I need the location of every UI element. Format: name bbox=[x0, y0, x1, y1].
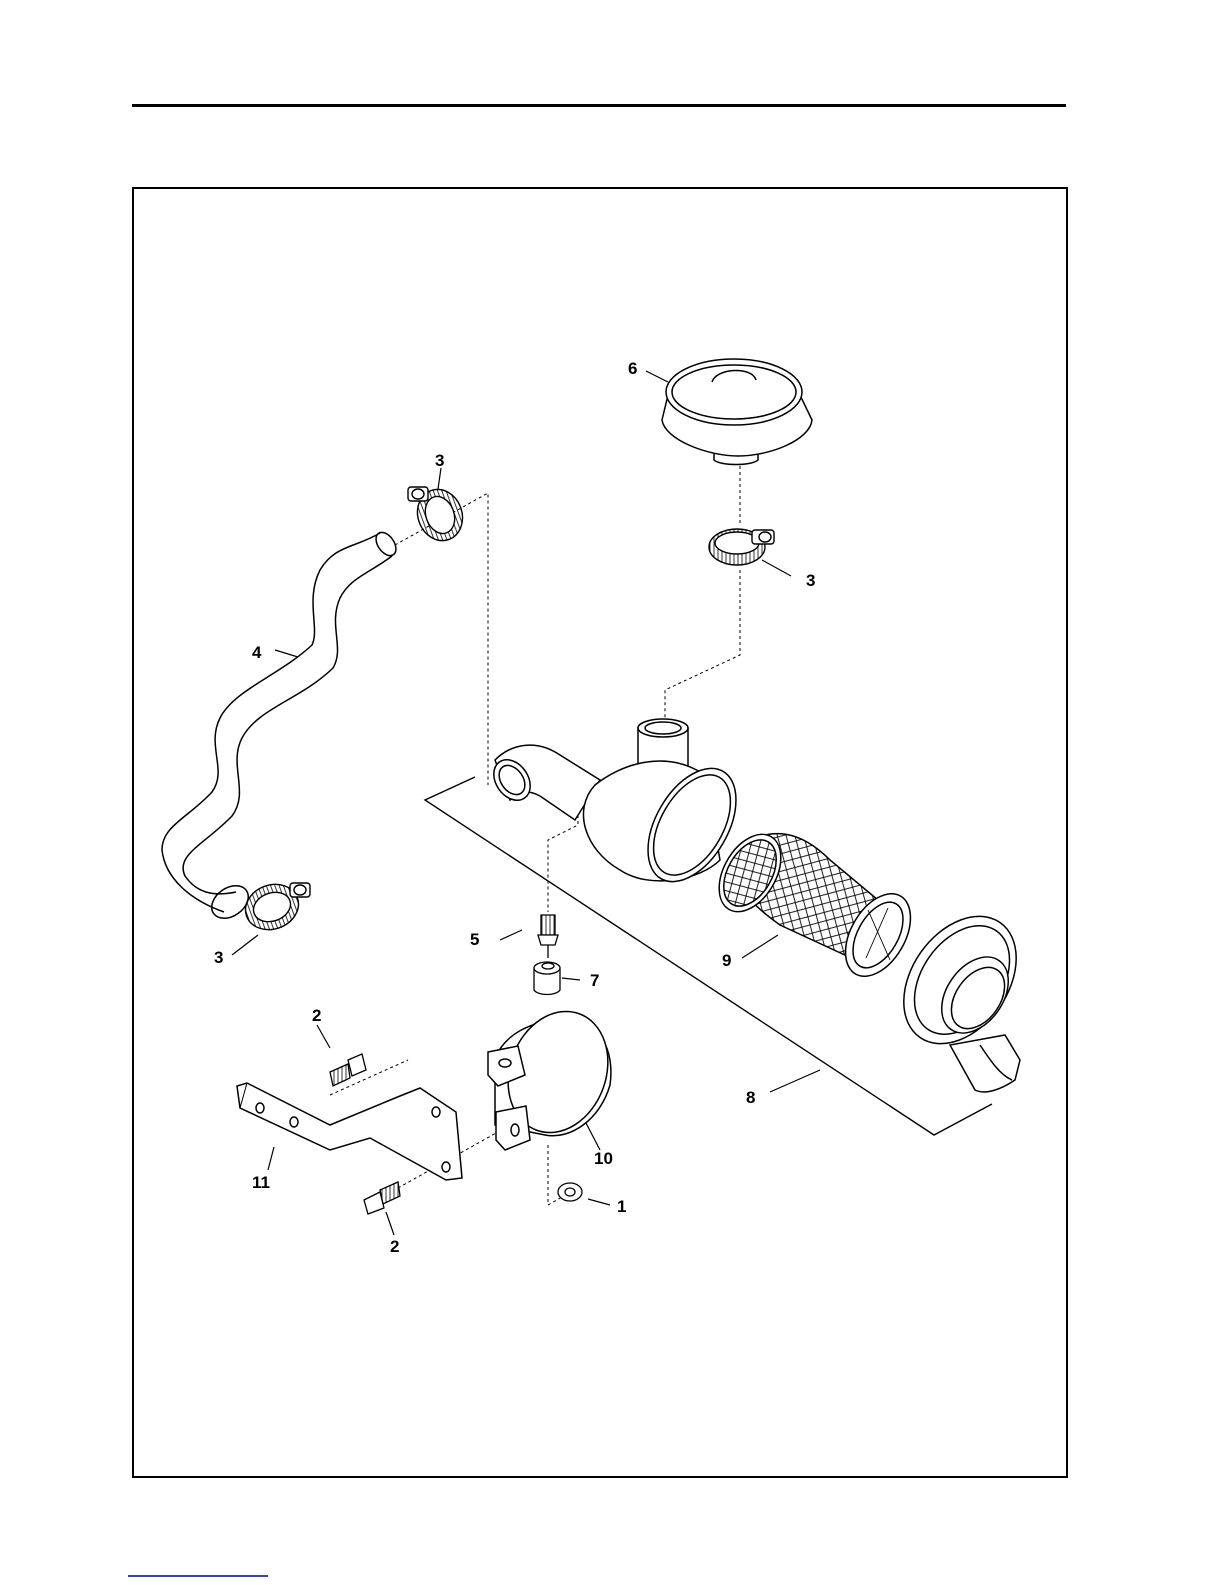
callout-10: 10 bbox=[594, 1149, 613, 1168]
fitting-part bbox=[538, 915, 558, 958]
callout-6: 6 bbox=[628, 359, 637, 378]
capscrew-lower bbox=[364, 1182, 400, 1214]
callout-3-right: 3 bbox=[806, 571, 815, 590]
capscrew-upper bbox=[330, 1054, 366, 1086]
nut-part bbox=[558, 1183, 582, 1201]
callout-3-lower: 3 bbox=[214, 948, 223, 967]
callout-8: 8 bbox=[746, 1088, 755, 1107]
footer-link-underline[interactable] bbox=[128, 1575, 268, 1577]
mounting-band-part bbox=[488, 997, 624, 1150]
callout-2-lower: 2 bbox=[390, 1237, 399, 1256]
callout-4: 4 bbox=[252, 643, 262, 662]
hose-clamp-top bbox=[408, 483, 470, 547]
callout-2-upper: 2 bbox=[312, 1006, 321, 1025]
callout-9: 9 bbox=[722, 951, 731, 970]
air-cleaner-body bbox=[486, 719, 754, 897]
rain-cap-part bbox=[662, 359, 812, 465]
filter-element-part bbox=[706, 824, 923, 988]
formed-hose-part bbox=[162, 529, 400, 925]
callout-11: 11 bbox=[252, 1173, 270, 1192]
hose-clamp-lower bbox=[239, 877, 310, 937]
callout-7: 7 bbox=[590, 971, 599, 990]
callout-3-top: 3 bbox=[435, 451, 444, 470]
callout-5: 5 bbox=[470, 930, 479, 949]
mounting-bracket-part bbox=[237, 1083, 462, 1180]
callout-1: 1 bbox=[617, 1197, 626, 1216]
cap-part bbox=[534, 962, 560, 995]
hose-clamp-right bbox=[709, 529, 774, 565]
